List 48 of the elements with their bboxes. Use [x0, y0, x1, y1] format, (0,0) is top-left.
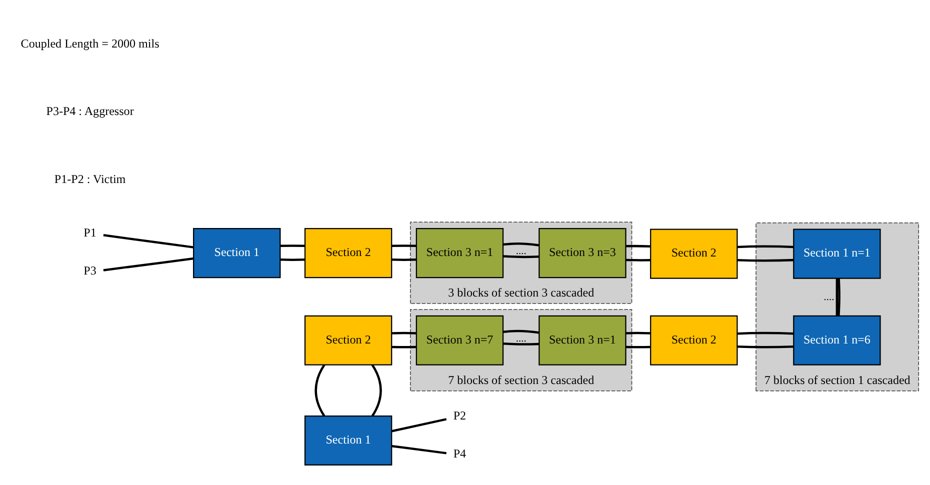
- connector: [371, 364, 382, 416]
- connector: [392, 244, 416, 247]
- connector: [502, 330, 540, 334]
- connector: [626, 332, 650, 334]
- node-box: Section 1: [304, 415, 392, 466]
- edge-label: ....: [824, 292, 834, 303]
- node-box: Section 3 n=7: [416, 315, 504, 366]
- node-box: Section 1 n=1: [793, 228, 881, 279]
- node-box: Section 3 n=1: [416, 228, 504, 278]
- connector: [737, 346, 794, 348]
- node-box: Section 2: [650, 315, 738, 366]
- node-box: Section 1: [193, 228, 281, 278]
- connector: [280, 258, 305, 261]
- node-box: Section 1 n=6: [793, 315, 881, 366]
- connector: [838, 278, 840, 316]
- node-box: Section 3 n=3: [538, 228, 626, 278]
- node-text: P4: [453, 446, 466, 461]
- node-box: Section 2: [304, 228, 392, 278]
- connector: [103, 234, 194, 248]
- connector: [392, 346, 416, 348]
- node-box: Section 2: [650, 228, 738, 279]
- connector: [737, 258, 794, 262]
- connector: [836, 278, 838, 316]
- edge-label: ....: [516, 246, 526, 257]
- connector: [392, 258, 416, 261]
- connector: [392, 444, 447, 454]
- connector: [626, 244, 650, 248]
- connector: [737, 332, 794, 335]
- node-text: P1: [84, 225, 96, 240]
- connector: [503, 342, 540, 346]
- connector: [280, 244, 305, 247]
- connector: [392, 332, 416, 334]
- connector: [103, 257, 194, 272]
- label: Coupled Length = 2000 mils: [20, 36, 160, 50]
- node-box: Section 2: [304, 315, 392, 366]
- connector: [502, 242, 540, 246]
- label: P1-P2 : Victim: [54, 172, 126, 186]
- node-text: P2: [453, 408, 466, 422]
- connector: [503, 255, 540, 258]
- connector: [626, 258, 650, 262]
- node-text: P3: [84, 264, 96, 278]
- connector: [314, 364, 326, 416]
- label: P3-P4 : Aggressor: [46, 104, 134, 118]
- node-box: Section 3 n=1: [538, 315, 626, 366]
- connector: [626, 346, 650, 348]
- edge-label: ....: [516, 333, 526, 344]
- connector: [392, 418, 447, 432]
- connector: [737, 245, 794, 248]
